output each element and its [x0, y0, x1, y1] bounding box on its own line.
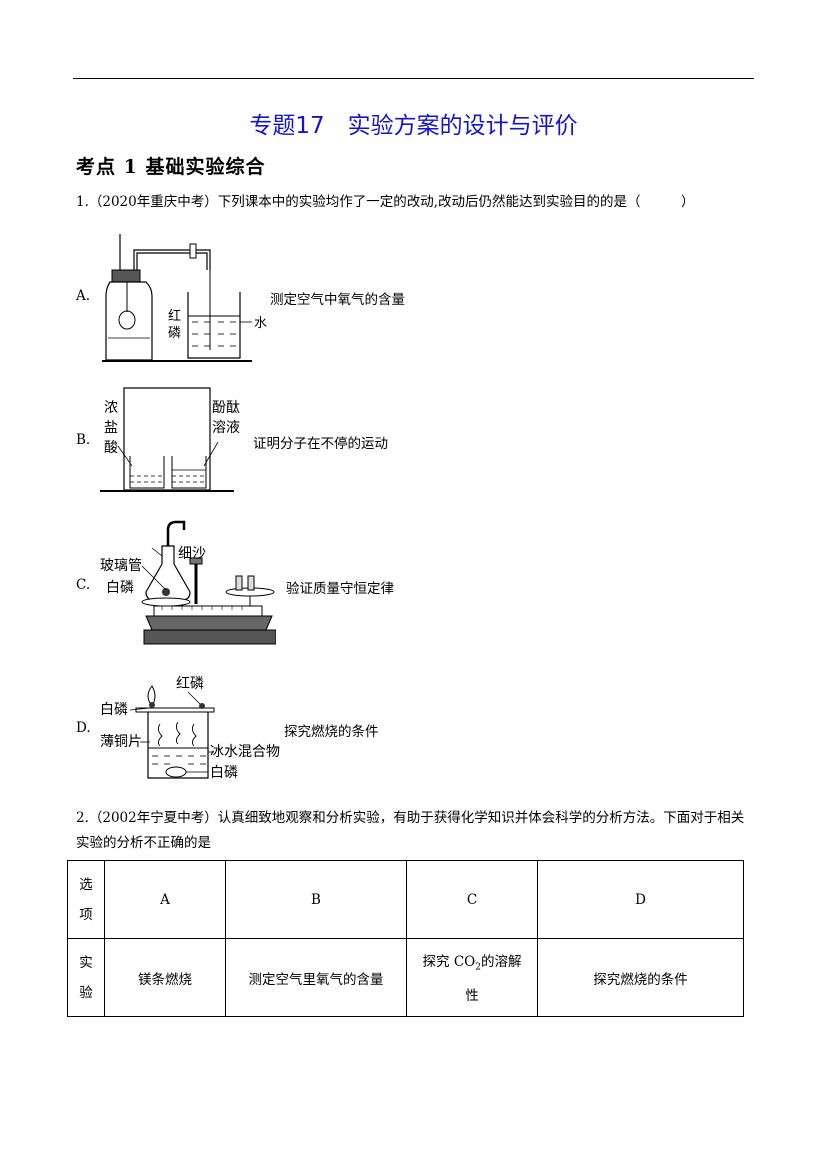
table-cell: 探究 CO2的溶解 性	[406, 938, 538, 1017]
table-header-row: 选 项 A B C D	[67, 860, 744, 939]
table-cell: 测定空气里氧气的含量	[225, 938, 407, 1017]
table-cell: D	[537, 860, 744, 939]
table-cell: C	[406, 860, 538, 939]
table-cell: A	[104, 860, 226, 939]
table-row: 实 验 镁条燃烧 测定空气里氧气的含量 探究 CO2的溶解 性 探究燃烧的条件	[67, 938, 744, 1017]
question-2-stem: 2.（2002年宁夏中考）认真细致地观察和分析实验，有助于获得化学知识并体会科学…	[76, 810, 745, 851]
option-a-letter: A.	[76, 288, 91, 304]
option-d-letter: D.	[76, 720, 91, 736]
table-cell: 探究燃烧的条件	[537, 938, 744, 1017]
question-1-stem: 1.（2020年重庆中考）下列课本中的实验均作了一定的改动,改动后仍然能达到实验…	[76, 194, 695, 210]
option-a-desc: 测定空气中氧气的含量	[270, 292, 405, 308]
svg-text:红: 红	[168, 308, 181, 324]
svg-text:溶液: 溶液	[212, 420, 240, 436]
table-cell: 镁条燃烧	[104, 938, 226, 1017]
table-cell: B	[225, 860, 407, 939]
svg-text:盐: 盐	[104, 420, 118, 436]
option-b-figure: 浓 盐 酸 酚酞 溶液	[100, 387, 240, 492]
top-rule	[73, 78, 754, 79]
svg-text:酚酞: 酚酞	[212, 400, 240, 416]
option-b-desc: 证明分子在不停的运动	[253, 436, 388, 452]
svg-text:红磷: 红磷	[176, 676, 204, 692]
table-cell: 实 验	[67, 938, 105, 1017]
section-heading: 考点 1 基础实验综合	[76, 156, 266, 178]
option-a-figure: 红 磷 水	[102, 234, 267, 362]
option-c-figure: 细沙 玻璃管 白磷	[100, 520, 276, 645]
question-2-table: 选 项 A B C D 实 验 镁条燃烧 测定空气里氧气的含量 探究 CO2的溶…	[67, 860, 744, 1017]
option-c-desc: 验证质量守恒定律	[286, 581, 394, 597]
page-title: 专题17 实验方案的设计与评价	[249, 113, 578, 139]
option-d-figure: 红磷 白磷 薄铜片 冰水混合物 白磷	[100, 676, 280, 781]
svg-text:白磷: 白磷	[210, 765, 238, 781]
table-cell: 选 项	[67, 860, 105, 939]
option-c-letter: C.	[76, 577, 91, 593]
svg-text:磷: 磷	[168, 326, 181, 341]
svg-text:浓: 浓	[104, 400, 118, 416]
svg-text:薄铜片: 薄铜片	[100, 734, 142, 750]
option-d-desc: 探究燃烧的条件	[284, 724, 379, 740]
option-b-letter: B.	[76, 432, 91, 448]
svg-text:细沙: 细沙	[178, 546, 206, 562]
svg-text:白磷: 白磷	[100, 702, 128, 718]
svg-text:玻璃管: 玻璃管	[100, 557, 142, 574]
svg-text:冰水混合物: 冰水混合物	[210, 744, 280, 760]
svg-text:酸: 酸	[104, 440, 118, 456]
svg-text:水: 水	[254, 316, 267, 331]
svg-text:白磷: 白磷	[106, 580, 134, 596]
